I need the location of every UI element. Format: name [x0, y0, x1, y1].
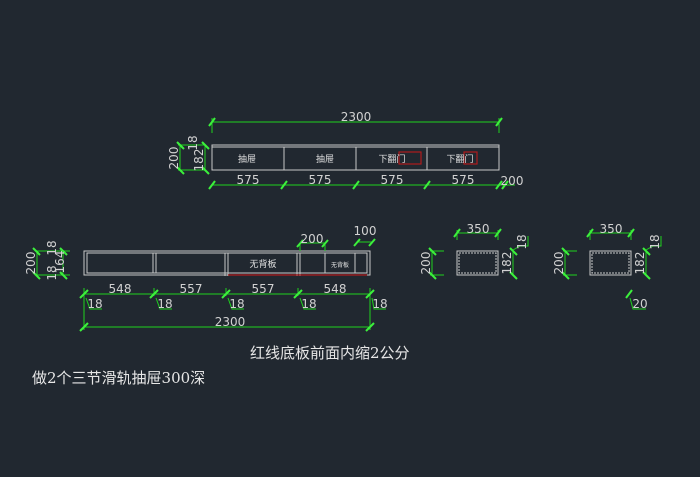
dimension-text: 18: [186, 135, 200, 150]
dimension-text: 20: [632, 297, 647, 311]
compartment-label: 下翻门: [378, 153, 405, 165]
dimension-text: 575: [237, 173, 260, 187]
bottom-cabinet-elevation: 无背板 无背板: [83, 250, 371, 276]
dimension-text: 18: [157, 297, 172, 311]
red-mark-1: [398, 151, 422, 165]
red-line-note: 红线底板前面内缩2公分: [250, 344, 410, 362]
dimension-text: 548: [324, 282, 347, 296]
dimension-text: 575: [381, 173, 404, 187]
bottom-vertical-dimensions: 200 18 164 18: [24, 240, 70, 281]
compartment-label: 无背板: [249, 258, 276, 270]
bottom-cabinet-outline: [83, 250, 371, 276]
dimension-text: 2300: [215, 315, 246, 329]
dimension-text: 575: [452, 173, 475, 187]
dimension-text: 548: [109, 282, 132, 296]
dimension-text: 200: [301, 232, 324, 246]
dimension-text: 18: [372, 297, 387, 311]
compartment-label: 抽屉: [238, 153, 256, 165]
dimension-text: 200: [552, 252, 566, 275]
dimension-text: 18: [648, 234, 662, 249]
compartment-label: 下翻门: [446, 153, 473, 165]
dimension-text: 575: [309, 173, 332, 187]
section-b: 350 200 182 18 20: [552, 222, 662, 311]
drawer-note: 做2个三节滑轨抽屉300深: [32, 369, 205, 387]
dimension-text: 182: [500, 252, 514, 275]
dimension-text: 200: [419, 252, 433, 275]
dimension-text: 200: [501, 174, 524, 188]
dimension-text: 200: [24, 252, 38, 275]
top-overall-dimension: 2300: [208, 110, 503, 133]
dimension-text: 557: [180, 282, 203, 296]
top-compartment-dimensions: 575 575 575 575 200: [208, 173, 524, 190]
dimension-text: 18: [301, 297, 316, 311]
dimension-text: 350: [600, 222, 623, 236]
top-cabinet-elevation: 抽屉 抽屉 下翻门 下翻门: [211, 144, 500, 171]
red-mark-2: [463, 151, 478, 165]
dimension-text: 557: [252, 282, 275, 296]
dimension-text: 18: [229, 297, 244, 311]
dimension-text: 350: [467, 222, 490, 236]
dimension-text: 200: [167, 147, 181, 170]
dimension-text: 182: [633, 252, 647, 275]
compartment-label: 抽屉: [316, 153, 334, 165]
top-vertical-dimensions: 200 182 18: [167, 135, 210, 175]
dimension-text: 18: [45, 240, 59, 255]
dimension-text: 164: [53, 251, 67, 274]
dimension-text: 18: [87, 297, 102, 311]
section-a: 350 200 182 18: [419, 222, 529, 280]
dimension-text: 100: [354, 224, 377, 238]
bottom-compartment-dimensions: 548 557 557 548 18 18 18 18 18 2300: [79, 282, 388, 332]
dimension-text: 182: [192, 149, 206, 172]
dimension-text: 2300: [341, 110, 372, 124]
dimension-text: 18: [515, 234, 529, 249]
dimension-text: 18: [45, 265, 59, 280]
compartment-label: 无背板: [331, 261, 349, 269]
bottom-top-dimensions: 200 100: [296, 224, 377, 251]
